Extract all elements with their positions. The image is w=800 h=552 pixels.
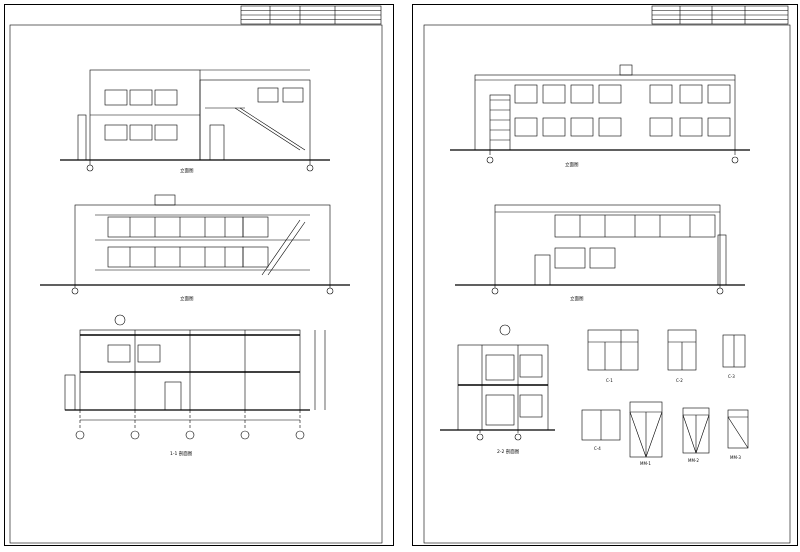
drawing-sheet-left [4,4,394,546]
caption-left-2: 立面图 [180,295,194,302]
right-title-block [651,5,789,25]
caption-left-3: 1-1 剖面图 [170,450,193,457]
window-labels: C-1 C-2 C-3 C-4 MM-1 MM-2 MM-3 [594,374,741,466]
label-mm3: MM-3 [730,455,741,460]
label-c4: C-4 [594,446,601,451]
label-mm1: MM-1 [640,461,651,466]
left-title-block [240,5,382,25]
right-elevation-2 [455,204,745,295]
caption-right-3: 2-2 剖面图 [497,448,520,455]
left-elevation-2 [40,194,350,295]
left-inner-border [9,24,383,544]
right-inner-border [423,24,791,544]
label-c1: C-1 [606,378,613,383]
caption-left-1: 立面图 [180,167,194,174]
right-section-2-2 [440,324,555,441]
label-c2: C-2 [676,378,683,383]
left-elevation-1 [60,69,330,172]
window-schedule [581,329,749,458]
right-elevation-1 [450,64,750,164]
left-section-1-1 [64,314,326,440]
left-captions: 立面图 立面图 1-1 剖面图 [170,167,194,457]
caption-right-2: 立面图 [570,295,584,302]
drawing-sheet-right [412,4,798,546]
right-captions: 立面图 立面图 2-2 剖面图 [497,161,584,455]
label-c3: C-3 [728,374,735,379]
label-mm2: MM-2 [688,458,699,463]
caption-right-1: 立面图 [565,161,579,168]
